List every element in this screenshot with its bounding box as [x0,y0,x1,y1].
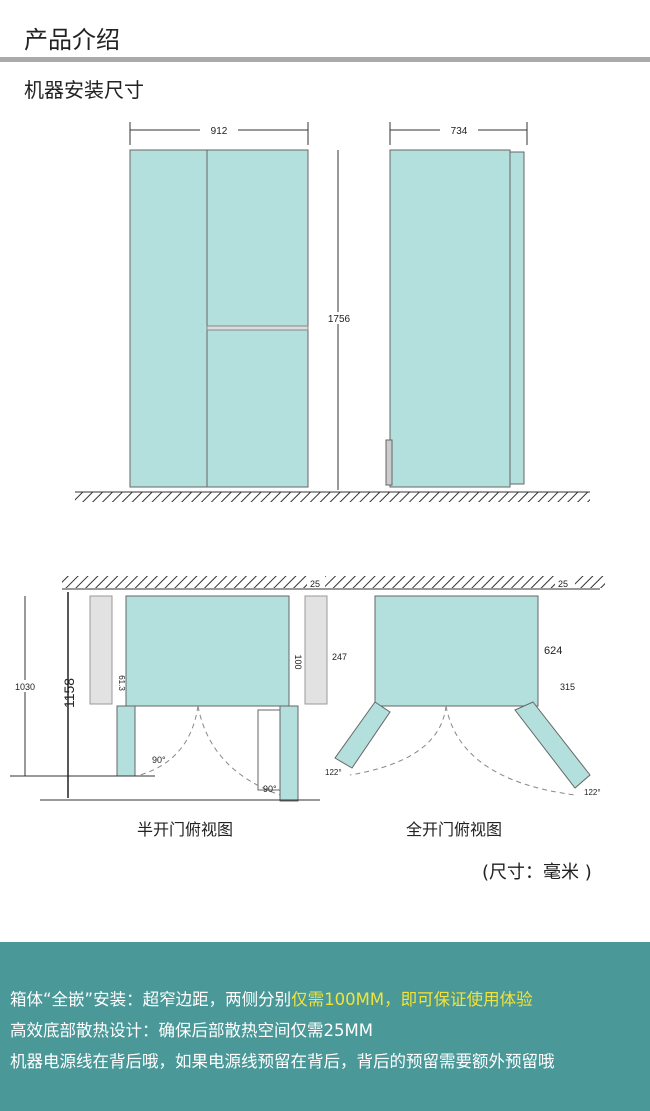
full-open-diagram: 247 315 624 25 122° 122° [320,576,605,797]
svg-text:315: 315 [560,682,575,692]
installation-diagrams: 912 1756 734 1030 1158 61.3 100 25 90° 9… [10,122,605,802]
svg-text:1756: 1756 [328,314,351,325]
feature-line-3: 机器电源线在背后哦，如果电源线预留在背后，背后的预留需要额外预留哦 [10,1052,555,1071]
svg-text:912: 912 [211,126,228,137]
svg-text:247: 247 [332,652,347,662]
svg-text:25: 25 [310,579,320,589]
svg-text:90°: 90° [263,784,277,794]
feature-line-2: 高效底部散热设计：确保后部散热空间仅需25MM [10,1021,373,1040]
svg-text:25: 25 [558,579,568,589]
svg-text:734: 734 [451,126,468,137]
feature-line-1: 箱体“全嵌”安装：超窄边距，两侧分别仅需100MM，即可保证使用体验 [10,990,533,1009]
svg-text:1030: 1030 [15,682,35,692]
svg-text:1158: 1158 [61,678,77,708]
feature-highlight: 仅需100MM，即可保证使用体验 [291,990,533,1009]
svg-text:61.3: 61.3 [117,675,126,691]
full-open-caption: 全开门俯视图 [406,820,503,839]
side-view: 734 [385,122,528,488]
half-open-diagram: 1030 1158 61.3 100 25 90° 90° [10,576,328,802]
title-divider [0,57,650,62]
front-view: 912 1756 [75,122,590,502]
svg-text:624: 624 [544,645,562,657]
svg-text:100: 100 [293,654,303,669]
half-open-caption: 半开门俯视图 [137,820,234,839]
svg-text:90°: 90° [152,755,166,765]
svg-text:122°: 122° [584,788,601,797]
section-title: 产品介绍 [24,26,120,54]
section-subtitle: 机器安装尺寸 [24,78,144,102]
feature-band: 箱体“全嵌”安装：超窄边距，两侧分别仅需100MM，即可保证使用体验 高效底部散… [0,942,650,1111]
svg-text:122°: 122° [325,768,342,777]
unit-note: (尺寸：毫米 ) [482,862,592,883]
